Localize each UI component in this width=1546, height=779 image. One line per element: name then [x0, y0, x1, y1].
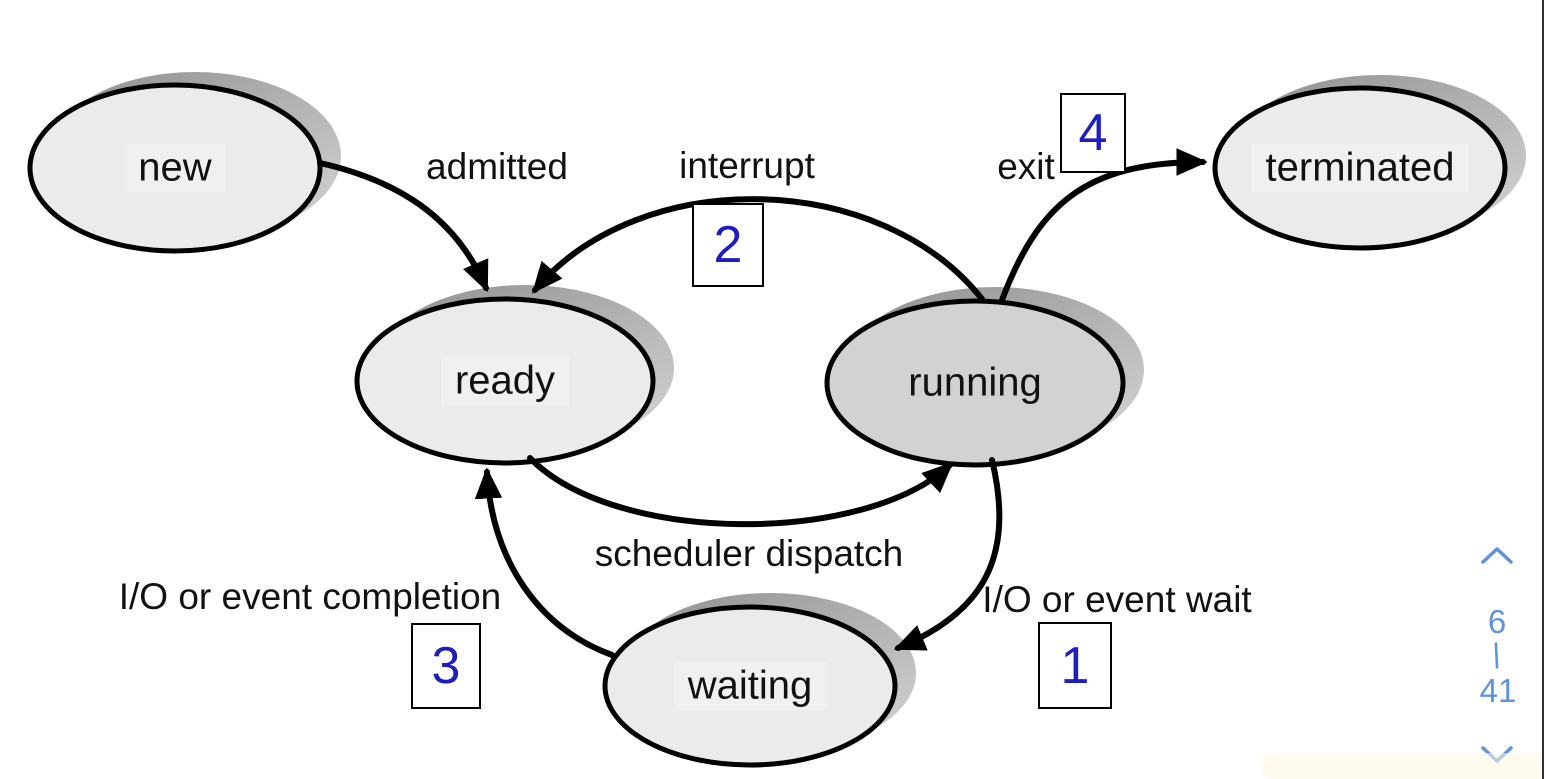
annotation-marker-1[interactable]: 1: [1038, 622, 1112, 709]
transition-arrow-scheduler-dispatch: [527, 455, 954, 528]
edge-label-admitted: admitted: [426, 146, 568, 187]
state-label-waiting: waiting: [673, 661, 827, 711]
transition-arrow-io-event-wait: [893, 457, 1003, 651]
page-up-button[interactable]: [1476, 542, 1518, 570]
chevron-up-icon: [1481, 547, 1513, 564]
state-label-terminated: terminated: [1251, 143, 1469, 193]
transition-arrow-exit: [999, 148, 1208, 303]
window-right-border: [1542, 0, 1544, 779]
state-label-new: new: [124, 143, 226, 193]
edge-label-io-event-wait: I/O or event wait: [982, 579, 1252, 620]
edge-label-io-event-completion: I/O or event completion: [118, 576, 502, 617]
edge-label-interrupt: interrupt: [679, 145, 815, 186]
state-ellipse-running: [824, 298, 1126, 468]
page-number-current: 6: [1487, 603, 1507, 640]
edge-label-exit: exit: [997, 146, 1055, 187]
transition-arrow-admitted: [317, 160, 489, 293]
page-number-total: 41: [1479, 672, 1517, 709]
annotation-marker-3[interactable]: 3: [411, 623, 481, 709]
annotation-marker-2[interactable]: 2: [692, 203, 764, 287]
transition-arrow-interrupt: [531, 196, 985, 302]
state-label-running: running: [908, 360, 1042, 405]
annotation-marker-4[interactable]: 4: [1060, 93, 1126, 173]
state-label-ready: ready: [440, 356, 570, 406]
transition-arrow-io-event-completion: [474, 467, 615, 658]
edge-label-scheduler-dispatch: scheduler dispatch: [594, 533, 904, 574]
bottom-glare: [1262, 753, 1544, 779]
